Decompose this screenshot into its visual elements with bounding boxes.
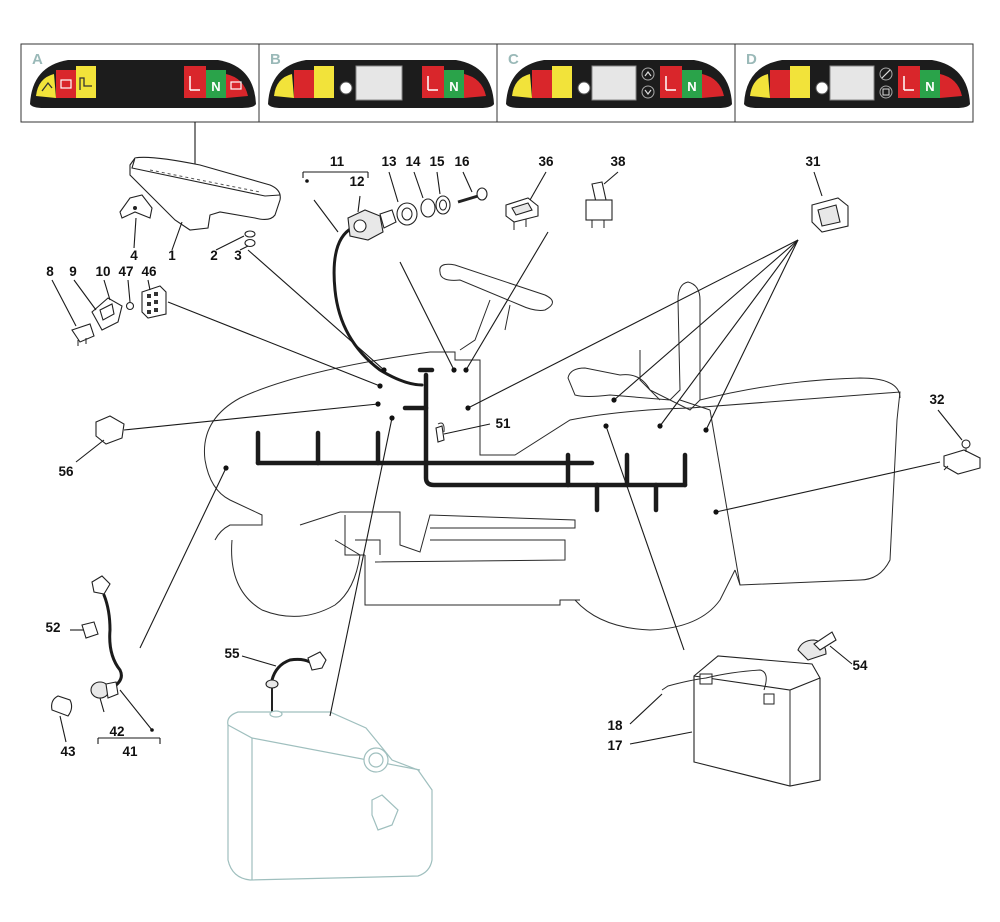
dash-panel-a: A N [30, 51, 256, 108]
callout-36: 36 [538, 154, 554, 169]
reset-icon [879, 85, 893, 99]
panel-a-indicator-battery [226, 74, 248, 98]
panel-c-lcd-display [591, 65, 637, 101]
dash-panel-d: D N [744, 51, 970, 108]
callout-16: 16 [454, 154, 470, 169]
part-17-battery [693, 655, 821, 787]
part-52-clip [81, 621, 99, 639]
part-8-fuse [71, 323, 95, 346]
part-12-ignition-switch [347, 209, 397, 241]
callout-labels: 1 2 3 4 8 9 10 47 46 11 12 13 14 15 16 3… [45, 154, 944, 759]
part-16-key [457, 187, 488, 204]
panel-b-lcd-display [355, 65, 403, 101]
callout-46: 46 [141, 264, 157, 279]
part-46-connector-block [141, 285, 167, 319]
panel-letter-c: C [508, 51, 519, 68]
panel-a-neutral-n: N [211, 79, 220, 94]
part-9-relay [91, 297, 123, 331]
callout-9: 9 [69, 264, 77, 279]
callout-17: 17 [607, 738, 622, 753]
part-4-bracket [119, 194, 153, 219]
callout-18: 18 [607, 718, 623, 733]
callout-11: 11 [330, 154, 345, 169]
callout-47: 47 [118, 264, 133, 279]
callout-3: 3 [234, 248, 242, 263]
part-47-clip [125, 301, 135, 311]
callout-43: 43 [60, 744, 76, 759]
panel-a-indicator-red [56, 70, 76, 98]
part-1-dashboard-housing [129, 156, 281, 231]
panel-a-indicator-yellow-2 [76, 66, 96, 98]
callout-2: 2 [210, 248, 218, 263]
callout-55: 55 [224, 646, 240, 661]
part-32-safety-switch [943, 439, 981, 475]
callout-8: 8 [46, 264, 54, 279]
callout-54: 54 [852, 658, 868, 673]
callout-4: 4 [130, 248, 138, 263]
panel-letter-d: D [746, 51, 757, 68]
panel-a-indicator-neutral [206, 70, 226, 98]
callout-31: 31 [805, 154, 821, 169]
callout-14: 14 [405, 154, 421, 169]
panel-letter-b: B [270, 51, 281, 68]
callout-51: 51 [495, 416, 511, 431]
arrow-down-icon [641, 85, 655, 99]
fuel-tank [227, 710, 433, 881]
part-36-rocker-switch [505, 197, 539, 230]
part-55-fuel-sensor [265, 651, 327, 712]
tractor-outline [203, 263, 901, 631]
dash-panel-c: C N [506, 51, 732, 108]
part-51-clip [435, 422, 445, 443]
svg-text:N: N [449, 79, 458, 94]
part-18-battery-cable [661, 669, 767, 691]
callout-56: 56 [58, 464, 74, 479]
part-42-lamp-socket [90, 681, 119, 699]
callout-38: 38 [610, 154, 626, 169]
callout-41: 41 [122, 744, 138, 759]
connection-dots [150, 179, 719, 732]
callout-42: 42 [109, 724, 124, 739]
panel-letter-a: A [32, 51, 43, 68]
part-43-bulb [51, 695, 73, 717]
part-3-nut [244, 238, 256, 248]
wiring-harness [255, 226, 688, 513]
callout-13: 13 [381, 154, 397, 169]
part-31-switch [811, 197, 849, 233]
panel-b-mode-button [339, 81, 353, 95]
part-14-washer [420, 198, 436, 218]
part-38-push-switch [585, 181, 613, 228]
part-2-washer [244, 230, 256, 238]
callout-12: 12 [349, 174, 364, 189]
svg-text:N: N [925, 79, 934, 94]
panel-a-indicator-seat [184, 66, 206, 98]
callout-32: 32 [929, 392, 944, 407]
panel-d-lcd-display [829, 65, 875, 101]
part-54-terminal-cover [797, 631, 837, 661]
callout-10: 10 [95, 264, 110, 279]
callout-52: 52 [45, 620, 60, 635]
part-41-lamp-assembly [91, 575, 123, 690]
leader-lines [51, 171, 963, 745]
part-56-relay [95, 415, 125, 445]
arrow-up-icon [641, 67, 655, 81]
dash-panel-b: B N [268, 51, 494, 108]
callout-15: 15 [429, 154, 445, 169]
callout-1: 1 [168, 248, 176, 263]
svg-text:N: N [687, 79, 696, 94]
